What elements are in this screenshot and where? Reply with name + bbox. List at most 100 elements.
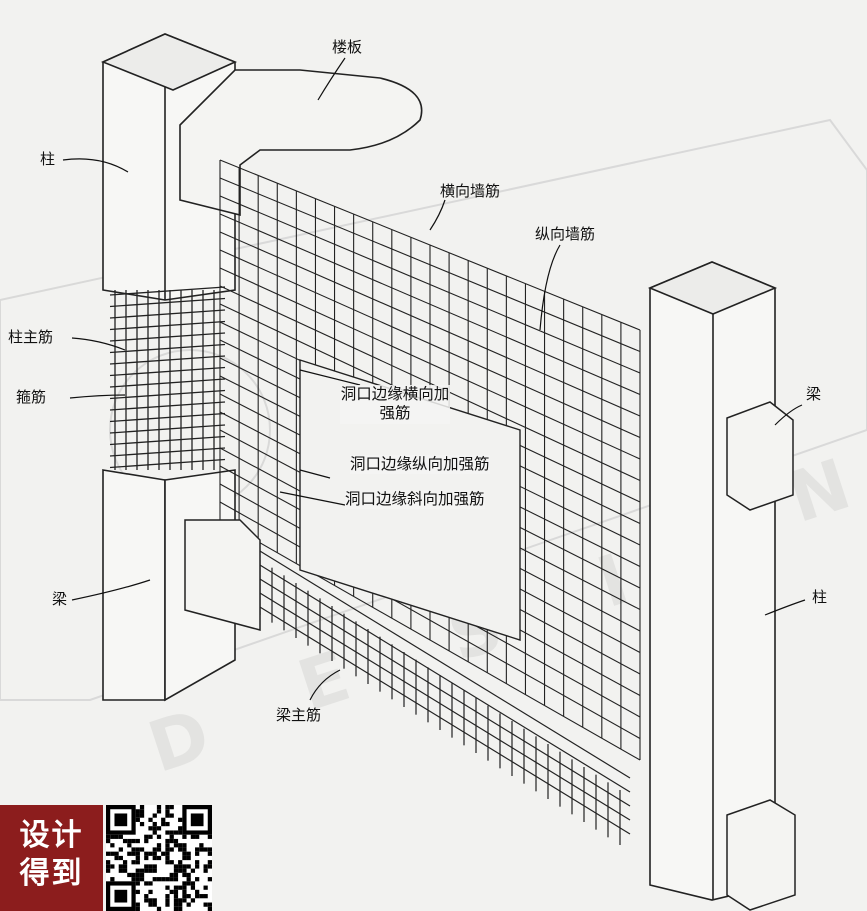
- qr-module: [207, 877, 212, 882]
- qr-module: [152, 855, 157, 861]
- qr-module: [135, 855, 140, 861]
- qr-module: [122, 860, 128, 865]
- qr-module: [165, 847, 170, 852]
- qr-module: [165, 860, 170, 865]
- qr-module: [148, 898, 153, 903]
- qr-module: [178, 902, 183, 907]
- qr-module: [173, 889, 179, 895]
- label-column-left: 柱: [40, 150, 56, 168]
- left-beam-stub: [184, 519, 261, 631]
- qr-module: [178, 864, 183, 869]
- qr-module: [118, 855, 123, 861]
- column-rebar-cage: [109, 286, 226, 470]
- column-stirrup: [109, 320, 226, 331]
- qr-module: [178, 817, 183, 822]
- qr-module: [139, 821, 145, 827]
- qr-module: [148, 817, 153, 822]
- qr-module: [203, 885, 208, 890]
- qr-module: [195, 847, 200, 852]
- qr-module: [182, 889, 187, 895]
- qr-module: [156, 855, 162, 861]
- horizontal-wall-bar: [219, 285, 641, 481]
- qr-module: [148, 902, 153, 907]
- qr-module: [139, 813, 145, 818]
- qr-module: [114, 834, 119, 839]
- qr-module: [118, 834, 123, 839]
- qr-module: [106, 864, 111, 869]
- qr-module: [131, 872, 136, 878]
- qr-module: [161, 851, 166, 856]
- qr-module: [165, 821, 170, 827]
- qr-module: [122, 838, 128, 844]
- beam-main-bar: [254, 575, 631, 807]
- label-column-main-rebar: 柱主筋: [8, 328, 54, 346]
- qr-module: [182, 898, 187, 903]
- qr-module: [195, 877, 200, 882]
- qr-module: [182, 851, 187, 856]
- qr-module: [144, 868, 149, 873]
- qr-module: [106, 868, 111, 873]
- label-beam-left: 梁: [52, 590, 68, 608]
- qr-module: [182, 868, 187, 873]
- qr-module: [161, 817, 166, 822]
- qr-module: [106, 860, 111, 865]
- qr-module: [178, 860, 183, 865]
- qr-module: [169, 860, 174, 865]
- qr-module: [156, 834, 162, 839]
- column-stirrup: [109, 458, 226, 469]
- horizontal-wall-bar: [219, 267, 641, 460]
- column-stirrup: [109, 297, 226, 308]
- qr-module: [165, 902, 170, 907]
- qr-module: [110, 843, 115, 848]
- qr-module: [106, 834, 111, 839]
- qr-module: [207, 851, 212, 856]
- qr-module: [182, 872, 187, 878]
- qr-module: [127, 851, 132, 856]
- qr-module: [178, 847, 183, 852]
- qr-module: [131, 877, 136, 882]
- label-column-right: 柱: [812, 588, 828, 606]
- qr-module: [148, 826, 153, 831]
- qr-module: [207, 864, 212, 869]
- qr-module: [178, 843, 183, 848]
- qr-module: [156, 843, 162, 848]
- qr-module: [135, 817, 140, 822]
- qr-module: [139, 809, 145, 814]
- qr-module: [152, 864, 157, 869]
- qr-module: [127, 838, 132, 844]
- qr-module: [178, 830, 183, 835]
- qr-module: [173, 885, 179, 890]
- horizontal-wall-bar: [219, 231, 641, 417]
- qr-module: [169, 834, 174, 839]
- qr-finder-inner: [190, 813, 204, 827]
- qr-module: [178, 826, 183, 831]
- qr-module: [178, 885, 183, 890]
- column-stirrup: [109, 435, 226, 446]
- qr-module: [195, 864, 200, 869]
- qr-module: [144, 851, 149, 856]
- qr-module: [173, 843, 179, 848]
- label-beam-right: 梁: [806, 385, 822, 403]
- horizontal-wall-bar: [219, 249, 641, 439]
- qr-module: [169, 847, 174, 852]
- qr-module: [169, 838, 174, 844]
- qr-module: [165, 877, 170, 882]
- horizontal-wall-bar: [219, 195, 641, 374]
- beam-main-bar: [254, 547, 631, 779]
- qr-module: [165, 843, 170, 848]
- qr-module: [178, 906, 183, 911]
- qr-module: [152, 851, 157, 856]
- label-stirrup: 箍筋: [16, 388, 47, 406]
- qr-module: [186, 851, 191, 856]
- qr-module: [173, 830, 179, 835]
- qr-module: [152, 821, 157, 827]
- right-beam-stubs: [726, 401, 796, 911]
- qr-module: [144, 881, 149, 886]
- brand-logo-line1: 设计: [19, 818, 84, 853]
- qr-module: [207, 902, 212, 907]
- column-stirrup: [109, 447, 226, 457]
- label-opening-edge-longitudinal: 洞口边缘纵向加强筋: [350, 455, 490, 475]
- horizontal-wall-bar: [219, 501, 641, 739]
